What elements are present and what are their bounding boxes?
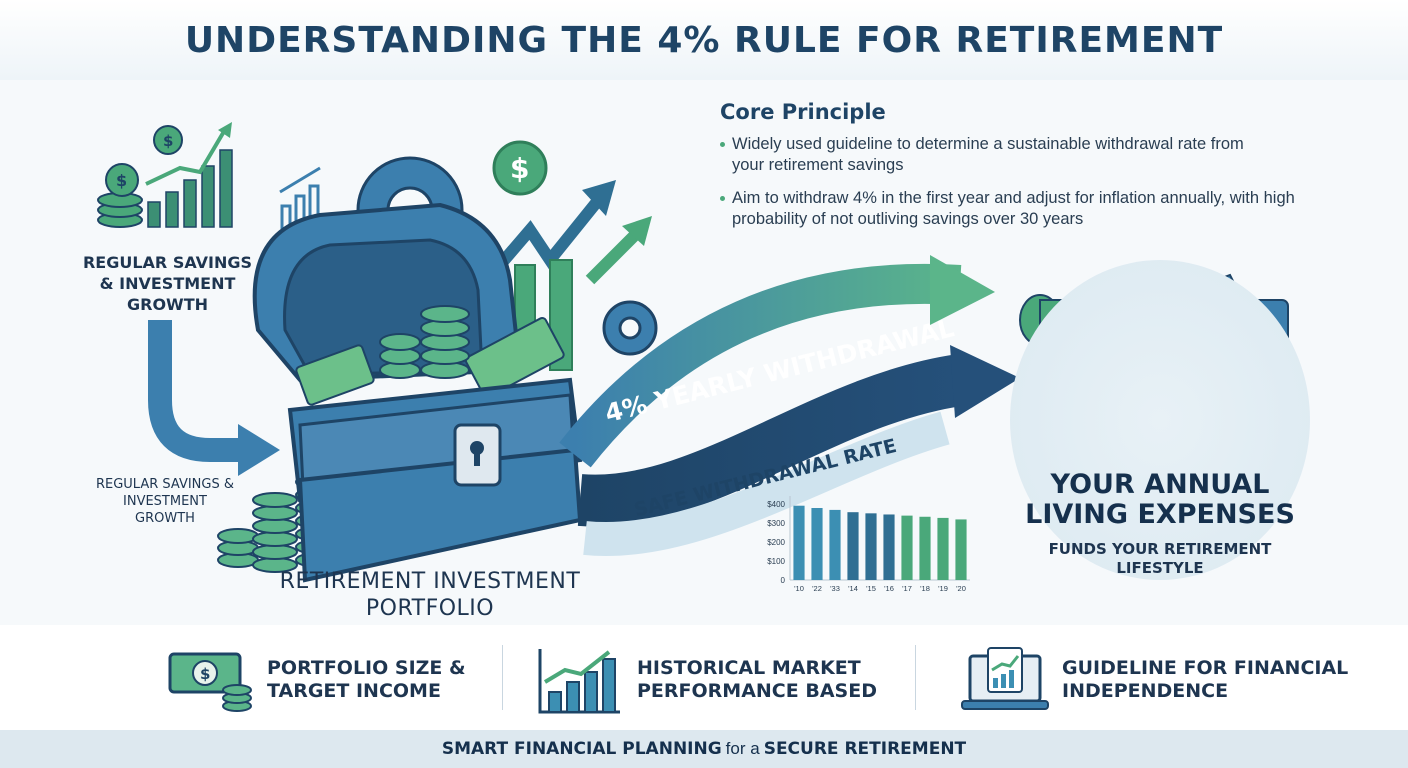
chart-x-tick-label: '22	[812, 584, 822, 593]
feature-historical-performance: HISTORICAL MARKET PERFORMANCE BASED	[535, 640, 887, 720]
footer-part1: SMART FINANCIAL PLANNING	[441, 739, 722, 759]
chart-bar	[811, 508, 823, 580]
feature-portfolio-size: $ PORTFOLIO SIZE & TARGET INCOME	[165, 640, 477, 720]
chart-bar	[919, 516, 931, 580]
title-banner: UNDERSTANDING THE 4% RULE FOR RETIREMENT	[0, 0, 1408, 80]
feature-label: PORTFOLIO SIZE & TARGET INCOME	[267, 657, 466, 702]
core-principle-panel: Core Principle Widely used guideline to …	[720, 100, 1340, 242]
chart-bar	[793, 505, 805, 580]
svg-text:$: $	[116, 171, 127, 190]
expenses-circle	[1010, 260, 1310, 580]
savings-label-top: REGULAR SAVINGS & INVESTMENT GROWTH	[82, 253, 253, 314]
svg-text:$: $	[163, 132, 173, 150]
savings-label-small: REGULAR SAVINGS & INVESTMENT GROWTH	[95, 477, 235, 526]
feature-label: GUIDELINE FOR FINANCIAL INDEPENDENCE	[1062, 657, 1349, 702]
footer-part3: SECURE RETIREMENT	[763, 739, 967, 759]
footer-part2: for a	[725, 739, 760, 758]
footer-banner: SMART FINANCIAL PLANNING for a SECURE RE…	[0, 730, 1408, 768]
chart-x-tick-label: '14	[848, 584, 858, 593]
dollar-coin-icon: $	[492, 140, 548, 196]
chart-y-tick-label: $400	[767, 500, 785, 509]
chart-bar	[937, 517, 949, 580]
laptop-checklist-icon	[961, 647, 1049, 710]
expenses-title: YOUR ANNUAL LIVING EXPENSES	[1025, 469, 1295, 530]
svg-text:$: $	[510, 152, 529, 185]
feature-divider	[915, 645, 916, 710]
chart-x-tick-label: '17	[902, 584, 912, 593]
core-principle-heading: Core Principle	[720, 100, 886, 124]
chart-x-tick-label: '18	[920, 584, 930, 593]
expenses-subtitle: FUNDS YOUR RETIREMENT LIFESTYLE	[1048, 540, 1272, 577]
withdrawal-bar-chart: 0 $100 $200 $300 $400 '10 '22 '33 '14 '15 '16 '17 '1…	[767, 496, 970, 593]
cash-coins-icon: $	[168, 652, 252, 712]
chart-bar	[901, 515, 913, 580]
portfolio-label: RETIREMENT INVESTMENT PORTFOLIO	[279, 569, 581, 621]
core-principle-list: Widely used guideline to determine a sus…	[720, 134, 1340, 230]
chart-x-tick-label: '16	[884, 584, 894, 593]
chart-y-tick-label: $300	[767, 519, 785, 528]
feature-financial-independence: GUIDELINE FOR FINANCIAL INDEPENDENCE	[960, 640, 1362, 720]
savings-growth-icon: $ $	[97, 122, 233, 228]
chart-bar	[847, 512, 859, 580]
feature-divider	[502, 645, 503, 710]
treasure-chest	[252, 202, 583, 583]
chart-bar	[865, 513, 877, 580]
chart-y-tick-label: $200	[767, 538, 785, 547]
feature-label: HISTORICAL MARKET PERFORMANCE BASED	[637, 657, 877, 702]
feature-strip: $ PORTFOLIO SIZE & TARGET INCOME HISTORI…	[150, 640, 1380, 720]
chart-x-tick-label: '10	[794, 584, 804, 593]
chart-bar	[955, 519, 967, 580]
chart-x-tick-label: '20	[956, 584, 966, 593]
core-principle-bullet: Widely used guideline to determine a sus…	[720, 134, 1250, 176]
chart-bar	[829, 509, 841, 580]
chart-x-tick-label: '15	[866, 584, 876, 593]
chart-x-tick-label: '19	[938, 584, 948, 593]
bar-chart-growth-icon	[538, 649, 620, 714]
chart-x-tick-label: '33	[830, 584, 840, 593]
chart-y-tick-label: $100	[767, 557, 785, 566]
chart-bar	[883, 514, 895, 580]
svg-text:$: $	[200, 665, 210, 683]
core-principle-bullet: Aim to withdraw 4% in the first year and…	[720, 188, 1340, 230]
page-title: UNDERSTANDING THE 4% RULE FOR RETIREMENT	[184, 19, 1224, 61]
chart-y-tick-label: 0	[781, 576, 786, 585]
small-gear-icon	[602, 300, 658, 356]
